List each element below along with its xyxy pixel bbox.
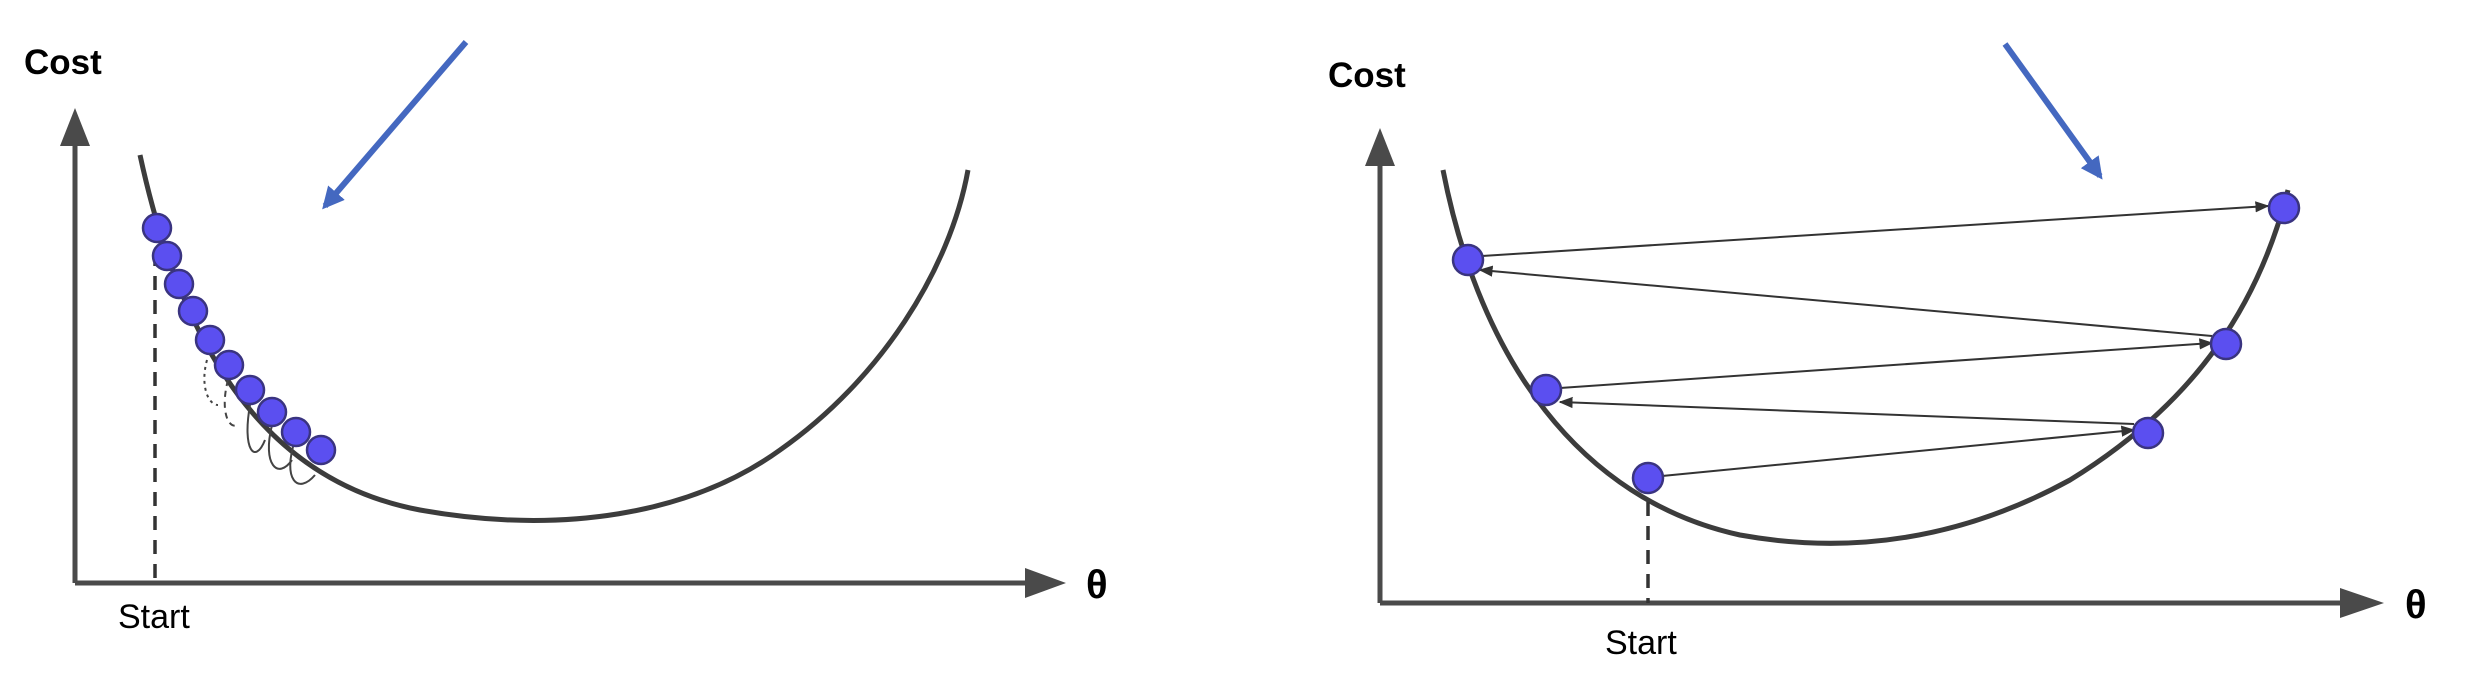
step-arc (289, 439, 316, 485)
descent-point (256, 396, 288, 428)
descent-point (234, 374, 266, 406)
step-arc (246, 404, 266, 453)
cost-curve (1440, 169, 2291, 546)
descent-point (305, 434, 337, 466)
start-label: Start (118, 598, 190, 636)
step-arrow (1558, 396, 2135, 425)
descent-point (141, 212, 173, 244)
x-axis-label: θ (2405, 583, 2427, 627)
descent-point (280, 416, 312, 448)
pointer-arrow-icon (2002, 42, 2103, 180)
step-arrow (1661, 425, 2136, 477)
step-arrow (1478, 265, 2213, 337)
x-axis-label: θ (1086, 563, 1108, 607)
descent-point (194, 324, 226, 356)
panel-right: Cost θ Start (1328, 42, 2427, 662)
cost-curve (137, 154, 971, 523)
y-axis-arrow-icon (1365, 128, 1395, 166)
start-label: Start (1605, 624, 1677, 662)
y-axis-label: Cost (1328, 56, 1406, 95)
descent-point (213, 349, 245, 381)
y-axis-arrow-icon (60, 108, 90, 146)
descent-points (1451, 191, 2301, 495)
step-arrow (1559, 338, 2214, 389)
descent-point (2131, 416, 2165, 450)
descent-point (1451, 243, 1485, 277)
step-arc (223, 379, 239, 427)
step-arcs (203, 359, 316, 485)
descent-points (141, 212, 337, 466)
pointer-arrow-icon (322, 40, 469, 210)
x-axis-arrow-icon (1025, 568, 1066, 598)
descent-point (177, 295, 209, 327)
step-arc (267, 424, 293, 470)
step-arrow (1481, 201, 2270, 257)
panel-left: Cost θ Start (24, 40, 1108, 636)
descent-point (163, 268, 195, 300)
descent-point (1529, 373, 1563, 407)
descent-point (2267, 191, 2301, 225)
step-arrows (1478, 201, 2270, 477)
x-axis-arrow-icon (2340, 588, 2384, 618)
descent-point (2209, 327, 2243, 361)
y-axis-label: Cost (24, 43, 102, 82)
descent-point (1631, 461, 1665, 495)
descent-point (151, 240, 183, 272)
